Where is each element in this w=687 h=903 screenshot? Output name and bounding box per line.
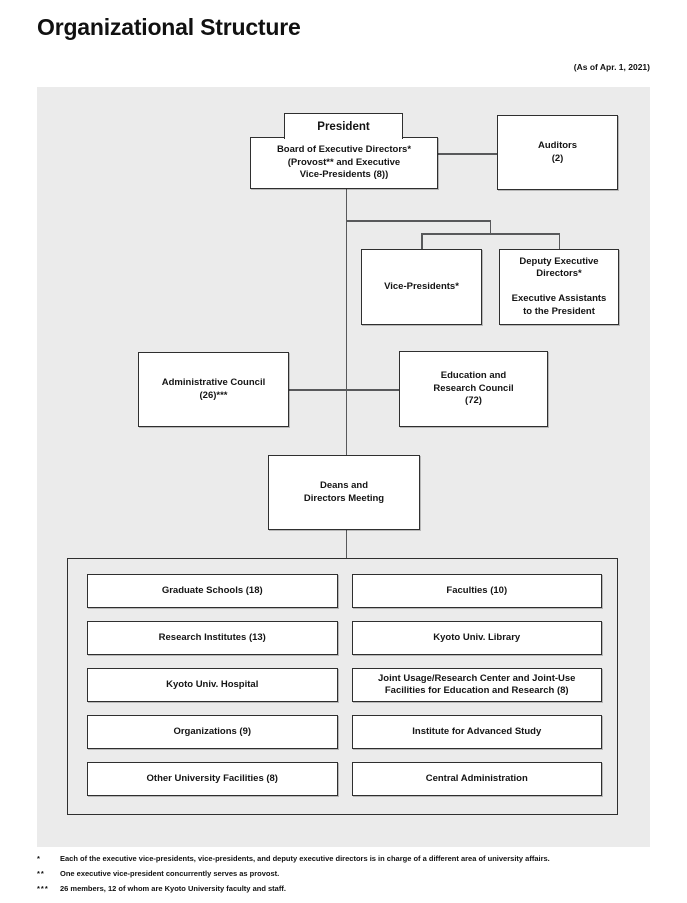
node-deans-directors-meeting: Deans and Directors Meeting xyxy=(268,455,420,530)
node-education-research-council: Education and Research Council (72) xyxy=(399,351,548,427)
unit-institute-advanced-study: Institute for Advanced Study xyxy=(351,715,602,749)
node-board-of-executive-directors: Board of Executive Directors* (Provost**… xyxy=(250,137,438,189)
footnote-1-marker: * xyxy=(37,854,41,863)
connector-vp-stub-right xyxy=(558,233,560,250)
node-deputy-label: Deputy Executive Directors* Executive As… xyxy=(511,255,607,317)
node-edu-council-label: Education and Research Council (72) xyxy=(433,370,514,407)
node-president-label: President xyxy=(317,120,370,133)
footnotes: * Each of the executive vice-presidents,… xyxy=(37,854,650,899)
footnote-1-text: Each of the executive vice-presidents, v… xyxy=(60,854,550,863)
node-vice-presidents-label: Vice-Presidents* xyxy=(384,280,459,292)
node-administrative-council: Administrative Council (26)*** xyxy=(138,352,289,427)
footnote-2: ** One executive vice-president concurre… xyxy=(37,869,650,878)
footnote-2-marker: ** xyxy=(37,868,45,878)
connector-vp-branch-vertical xyxy=(489,220,491,234)
footnote-3: *** 26 members, 12 of whom are Kyoto Uni… xyxy=(37,884,650,893)
footnote-3-text: 26 members, 12 of whom are Kyoto Univers… xyxy=(60,883,286,893)
unit-joint-usage-research-center: Joint Usage/Research Center and Joint-Us… xyxy=(351,668,602,702)
unit-kyoto-univ-library: Kyoto Univ. Library xyxy=(351,621,602,655)
node-board-label: Board of Executive Directors* (Provost**… xyxy=(276,144,412,181)
unit-organizations: Organizations (9) xyxy=(87,715,338,749)
unit-other-university-facilities: Other University Facilities (8) xyxy=(87,762,338,796)
university-units-container: Graduate Schools (18) Faculties (10) Res… xyxy=(67,558,618,815)
node-president: President xyxy=(284,113,403,139)
unit-research-institutes: Research Institutes (13) xyxy=(87,621,338,655)
footnote-3-marker: *** xyxy=(37,883,49,893)
org-chart-panel: President Board of Executive Directors* … xyxy=(37,87,650,847)
unit-faculties: Faculties (10) xyxy=(351,574,602,608)
node-vice-presidents: Vice-Presidents* xyxy=(361,249,482,325)
connector-board-auditors xyxy=(438,153,497,155)
node-deans-label: Deans and Directors Meeting xyxy=(303,479,385,504)
connector-vp-branch-horizontal xyxy=(346,220,490,222)
unit-graduate-schools: Graduate Schools (18) xyxy=(87,574,338,608)
node-auditors: Auditors (2) xyxy=(497,115,618,190)
unit-central-administration: Central Administration xyxy=(351,762,602,796)
node-auditors-label: Auditors (2) xyxy=(537,139,578,164)
footnote-2-text: One executive vice-president concurrentl… xyxy=(60,868,280,878)
connector-main-vertical xyxy=(345,189,347,455)
connector-councils-horizontal xyxy=(289,389,399,391)
page-title: Organizational Structure xyxy=(37,14,301,40)
as-of-date-note: (As of Apr. 1, 2021) xyxy=(573,62,650,72)
node-deputy-executive-directors: Deputy Executive Directors* Executive As… xyxy=(499,249,619,325)
connector-vp-stub-left xyxy=(421,233,423,250)
connector-deans-units xyxy=(345,530,347,559)
connector-vp-tbar xyxy=(421,233,560,235)
unit-kyoto-univ-hospital: Kyoto Univ. Hospital xyxy=(87,668,338,702)
footnote-1: * Each of the executive vice-presidents,… xyxy=(37,854,650,863)
node-admin-council-label: Administrative Council (26)*** xyxy=(161,376,266,401)
